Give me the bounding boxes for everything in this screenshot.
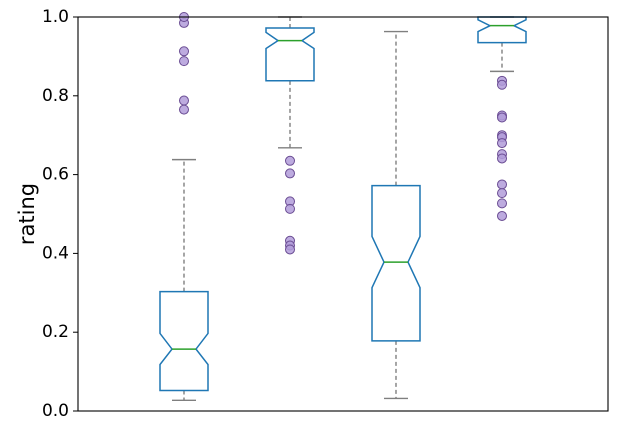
y-tick-label: 0.0: [42, 401, 69, 421]
outlier-point: [179, 46, 189, 57]
box-group: [371, 30, 421, 400]
y-tick-label: 0.4: [42, 243, 69, 263]
outlier-point: [285, 203, 295, 214]
outlier-point: [285, 244, 295, 255]
outlier-point: [497, 138, 507, 149]
outlier-point: [497, 112, 507, 123]
y-tick-label: 0.8: [42, 86, 69, 106]
notched-box: [371, 184, 421, 342]
y-tick-label: 1.0: [42, 7, 69, 27]
y-tick-label: 0.6: [42, 165, 69, 185]
outlier-point: [179, 56, 189, 67]
plot-frame: [77, 16, 609, 412]
notched-box: [265, 27, 315, 82]
y-axis-ticks: 0.0 0.2 0.4 0.6 0.8 1.0: [42, 7, 78, 421]
notched-box: [477, 16, 527, 44]
box-group: [265, 16, 315, 255]
y-tick-label: 0.2: [42, 322, 69, 342]
outlier-point: [179, 104, 189, 115]
outlier-point: [497, 153, 507, 164]
outlier-point: [497, 198, 507, 209]
outlier-point: [497, 179, 507, 190]
outlier-point: [497, 188, 507, 199]
y-axis-label: rating: [15, 183, 39, 245]
outlier-point: [285, 155, 295, 166]
notched-box: [159, 290, 209, 392]
box-group: [159, 12, 209, 402]
outlier-point: [497, 79, 507, 90]
outlier-point: [285, 168, 295, 179]
outlier-point: [179, 95, 189, 106]
box-group: [477, 16, 527, 221]
boxes-layer: [159, 12, 527, 402]
outlier-point: [497, 210, 507, 221]
